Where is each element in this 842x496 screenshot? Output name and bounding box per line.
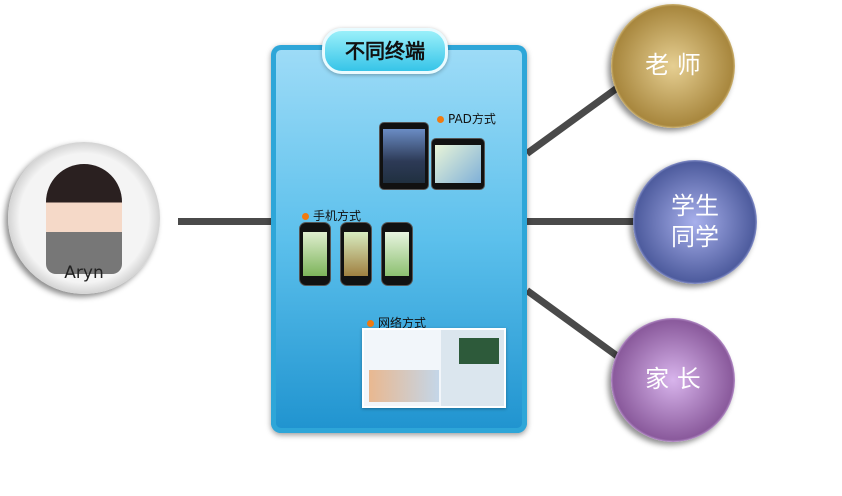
ipad-image [379, 122, 429, 190]
website-screenshot-image [362, 328, 506, 408]
phone-label: 手机方式 [302, 207, 361, 224]
role-teacher-label: 老 师 [645, 51, 701, 80]
role-parent[interactable]: 家 长 [611, 318, 735, 442]
avatar-name: Aryn [64, 263, 104, 283]
avatar: Aryn [8, 142, 160, 294]
ipad-app-image [431, 138, 485, 190]
role-student[interactable]: 学生 同学 [633, 160, 757, 284]
phone-image-2 [340, 222, 372, 286]
role-student-label: 学生 同学 [671, 191, 719, 251]
panel-title: 不同终端 [322, 28, 448, 74]
connector-student [527, 218, 639, 225]
connector-teacher [524, 84, 620, 157]
connector-parent [524, 287, 620, 360]
avatar-figure-icon [46, 164, 122, 274]
role-teacher[interactable]: 老 师 [611, 4, 735, 128]
role-parent-label: 家 长 [645, 365, 701, 394]
phone-image-3 [381, 222, 413, 286]
connector-left [178, 218, 273, 225]
web-label: 网络方式 [367, 314, 426, 331]
phone-image-1 [299, 222, 331, 286]
pad-label: PAD方式 [437, 110, 496, 127]
